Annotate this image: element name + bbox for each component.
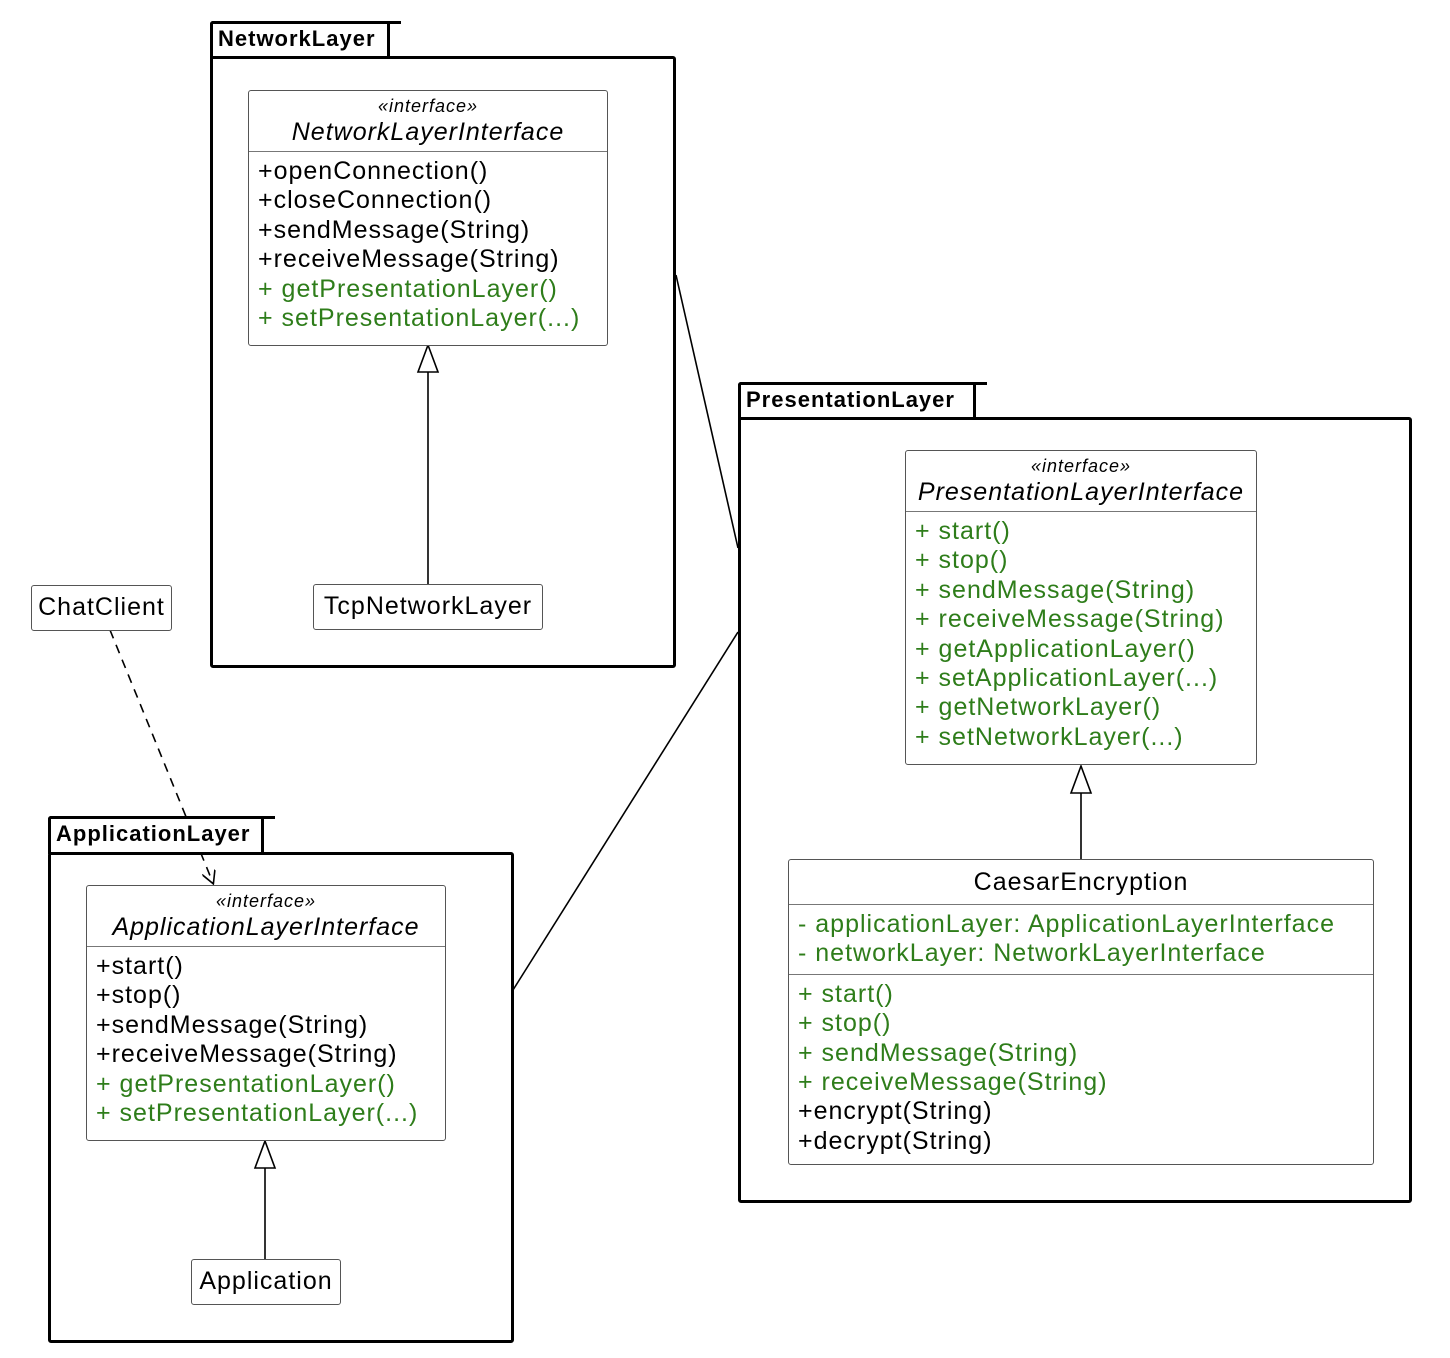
method: + setNetworkLayer(...) xyxy=(915,722,1184,751)
method-list: +start() +stop() +sendMessage(String) +r… xyxy=(87,947,445,1133)
method: + start() xyxy=(915,517,1011,545)
attribute: - networkLayer: NetworkLayerInterface xyxy=(798,939,1266,968)
attribute-list: - applicationLayer: ApplicationLayerInte… xyxy=(789,905,1373,975)
package-name: ApplicationLayer xyxy=(56,821,251,846)
method: + getApplicationLayer() xyxy=(915,634,1196,663)
method: + receiveMessage(String) xyxy=(798,1068,1108,1097)
method: +encrypt(String) xyxy=(798,1097,993,1126)
method: +decrypt(String) xyxy=(798,1126,993,1155)
method: + getPresentationLayer() xyxy=(96,1069,396,1098)
package-tab-presentation: PresentationLayer xyxy=(738,382,987,420)
class-name: TcpNetworkLayer xyxy=(323,592,533,620)
method: + setPresentationLayer(...) xyxy=(96,1099,419,1128)
class-name: ApplicationLayerInterface xyxy=(112,913,420,941)
method: + setApplicationLayer(...) xyxy=(915,664,1219,693)
tcp-network-layer-class[interactable]: TcpNetworkLayer xyxy=(313,584,543,630)
application-interface-arrowhead xyxy=(253,1138,277,1169)
method: + getPresentationLayer() xyxy=(258,274,558,303)
class-name: Application xyxy=(199,1267,333,1295)
presentation-interface-arrowhead xyxy=(1069,763,1093,794)
chat-client-class[interactable]: ChatClient xyxy=(31,585,172,631)
method: + sendMessage(String) xyxy=(915,575,1196,604)
network-interface-arrowhead xyxy=(416,342,440,373)
method: + start() xyxy=(798,979,894,1008)
method: +sendMessage(String) xyxy=(258,215,531,244)
method: +receiveMessage(String) xyxy=(96,1040,398,1069)
package-application xyxy=(48,852,514,1343)
stereotype-label: «interface» xyxy=(377,96,479,116)
method-list: + start() + stop() + sendMessage(String)… xyxy=(906,512,1256,757)
method: + receiveMessage(String) xyxy=(915,605,1225,634)
package-name: PresentationLayer xyxy=(746,387,955,412)
method: +openConnection() xyxy=(258,157,489,185)
package-network xyxy=(210,56,676,668)
method: + getNetworkLayer() xyxy=(915,693,1162,722)
package-tab-application: ApplicationLayer xyxy=(48,816,275,854)
package-tab-network: NetworkLayer xyxy=(210,21,401,59)
network-presentation-association xyxy=(675,274,739,549)
method: +receiveMessage(String) xyxy=(258,245,560,274)
class-name: ChatClient xyxy=(38,593,165,621)
presentation-layer-interface[interactable]: «interface» PresentationLayerInterface +… xyxy=(905,450,1257,765)
package-presentation xyxy=(738,417,1412,1203)
method: + sendMessage(String) xyxy=(798,1038,1079,1067)
caesar-encryption-class[interactable]: CaesarEncryption - applicationLayer: App… xyxy=(788,859,1374,1165)
method: +stop() xyxy=(96,981,182,1010)
application-layer-interface[interactable]: «interface» ApplicationLayerInterface +s… xyxy=(86,885,446,1141)
class-name: PresentationLayerInterface xyxy=(917,478,1245,506)
method-list: +openConnection() +closeConnection() +se… xyxy=(249,152,607,338)
method: + stop() xyxy=(798,1009,892,1038)
method: +sendMessage(String) xyxy=(96,1010,369,1039)
attribute: - applicationLayer: ApplicationLayerInte… xyxy=(798,910,1335,938)
method-list: + start() + stop() + sendMessage(String)… xyxy=(789,975,1373,1161)
class-name: NetworkLayerInterface xyxy=(291,118,565,146)
method: +closeConnection() xyxy=(258,186,493,215)
method: +start() xyxy=(96,952,184,980)
network-layer-interface[interactable]: «interface» NetworkLayerInterface +openC… xyxy=(248,90,608,346)
stereotype-label: «interface» xyxy=(1030,456,1132,476)
method: + stop() xyxy=(915,546,1009,575)
application-class[interactable]: Application xyxy=(191,1259,341,1305)
package-name: NetworkLayer xyxy=(218,26,376,51)
application-presentation-association xyxy=(512,631,739,991)
stereotype-label: «interface» xyxy=(215,891,317,911)
class-name: CaesarEncryption xyxy=(973,868,1189,896)
method: + setPresentationLayer(...) xyxy=(258,304,581,333)
